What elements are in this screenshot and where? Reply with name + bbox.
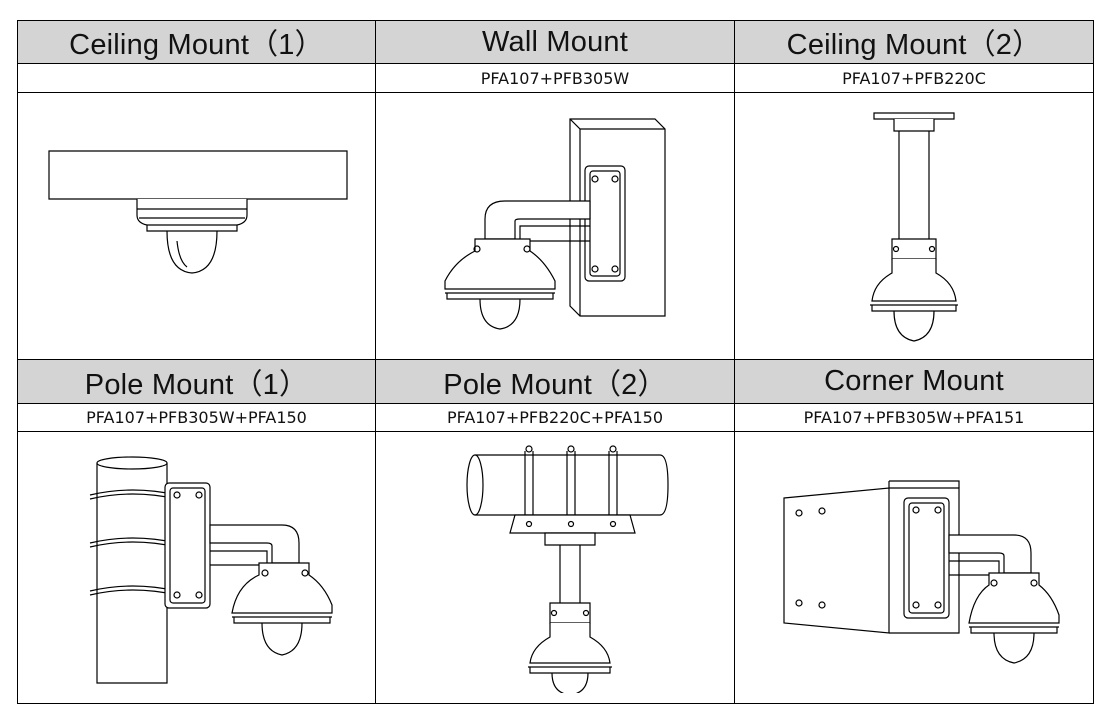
model-number: PFA107+PFB305W+PFA151: [734, 402, 1094, 433]
ceiling-mount-1-icon: [27, 101, 367, 351]
ceiling-mount-1-drawing: [17, 91, 376, 361]
illustration-row: [17, 91, 1094, 361]
header-row: Ceiling Mount（1） Wall Mount Ceiling Moun…: [17, 19, 1094, 65]
cell-title: Ceiling Mount（1）: [17, 19, 376, 65]
pole-mount-2-icon: [385, 443, 725, 693]
model-number: PFA107+PFB220C: [734, 63, 1094, 93]
model-row: PFA107+PFB305W+PFA150 PFA107+PFB220C+PFA…: [17, 402, 1094, 433]
corner-mount-drawing: [734, 431, 1094, 704]
header-row: Pole Mount（1） Pole Mount（2） Corner Mount: [17, 359, 1094, 404]
mount-options-table: Ceiling Mount（1） Wall Mount Ceiling Moun…: [17, 19, 1094, 704]
model-row: PFA107+PFB305W PFA107+PFB220C: [17, 63, 1094, 93]
pole-mount-1-drawing: [17, 431, 376, 704]
model-number: [17, 63, 376, 93]
ceiling-mount-2-drawing: [734, 91, 1094, 361]
ceiling-mount-2-icon: [744, 101, 1084, 351]
cell-title: Pole Mount（2）: [375, 359, 735, 404]
cell-title: Ceiling Mount（2）: [734, 19, 1094, 65]
cell-title: Corner Mount: [734, 359, 1094, 404]
pole-mount-1-icon: [27, 443, 367, 693]
illustration-row: [17, 431, 1094, 704]
pole-mount-2-drawing: [375, 431, 735, 704]
cell-title: Wall Mount: [375, 19, 735, 65]
wall-mount-icon: [385, 101, 725, 351]
corner-mount-icon: [744, 443, 1084, 693]
model-number: PFA107+PFB305W: [375, 63, 735, 93]
model-number: PFA107+PFB305W+PFA150: [17, 402, 376, 433]
cell-title: Pole Mount（1）: [17, 359, 376, 404]
model-number: PFA107+PFB220C+PFA150: [375, 402, 735, 433]
wall-mount-drawing: [375, 91, 735, 361]
